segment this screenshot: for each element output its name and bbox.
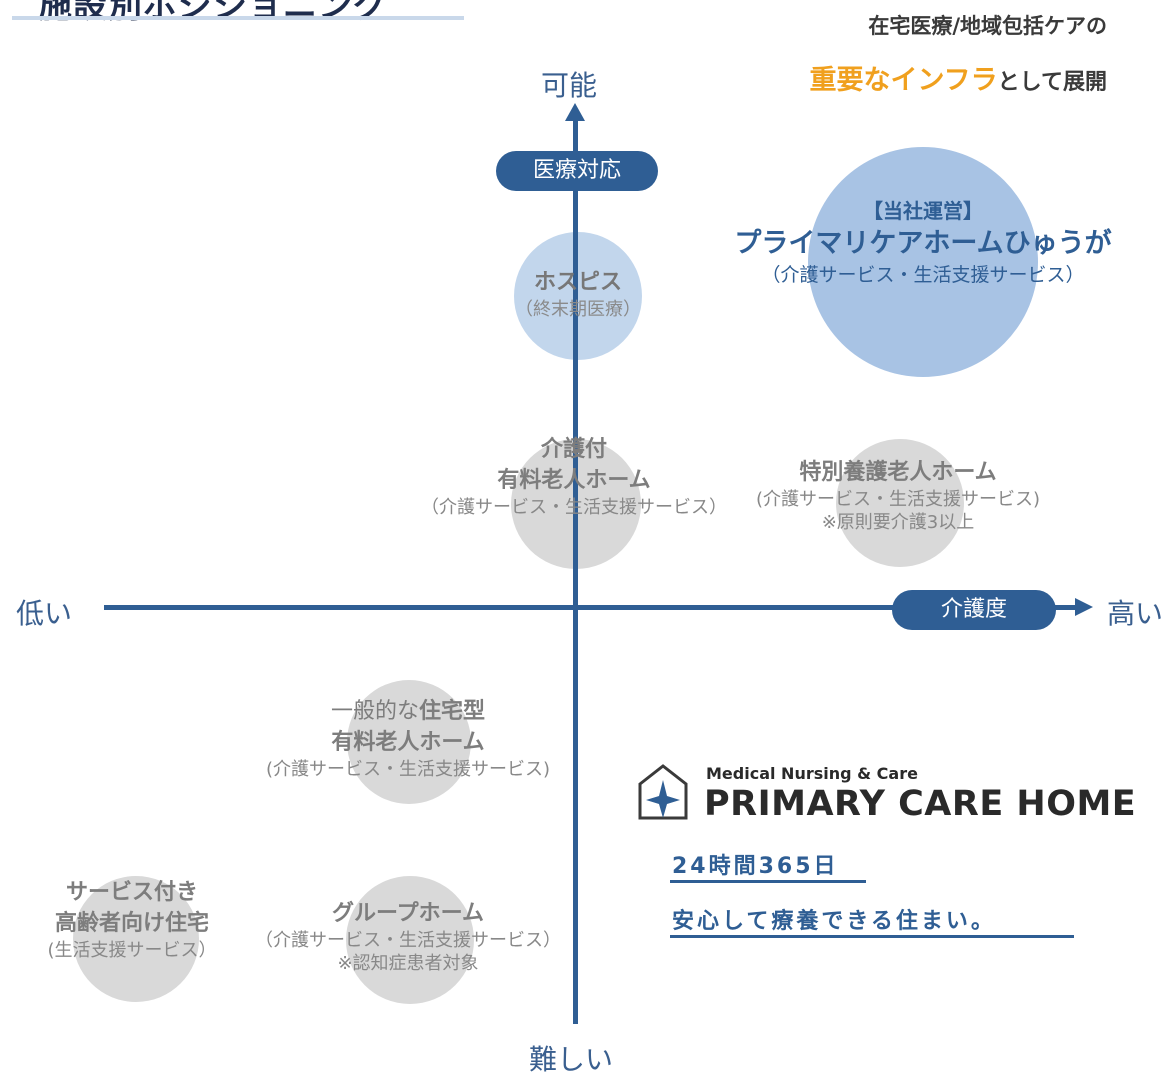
tagline-highlight: 重要なインフラ bbox=[809, 65, 998, 96]
special-sub: (介護サービス・生活支援サービス) bbox=[755, 489, 1041, 510]
brand-name: PRIMARY CARE HOME bbox=[704, 784, 1137, 824]
care-level-pill: 介護度 bbox=[892, 590, 1056, 630]
care-paid-title1: 介護付 bbox=[540, 437, 607, 462]
brand-small-text: Medical Nursing & Care bbox=[706, 764, 918, 783]
brand-line2: 安心して療養できる住まい。 bbox=[672, 909, 996, 934]
horizontal-axis bbox=[104, 605, 1077, 610]
service-housing-title1: サービス付き bbox=[65, 880, 198, 905]
hospice-title: ホスピス bbox=[533, 270, 622, 295]
special-bubble bbox=[836, 439, 964, 567]
group-title: グループホーム bbox=[331, 901, 485, 926]
group-note: ※認知症患者対象 bbox=[337, 953, 479, 974]
arrow-up-icon bbox=[565, 103, 585, 121]
residential-prefix: 一般的な bbox=[330, 699, 419, 724]
tagline-line2: 重要なインフラとして展開 bbox=[809, 58, 1107, 97]
residential-title2: 有料老人ホーム bbox=[331, 730, 485, 755]
main-facility-name: プライマリケアホームひゅうが bbox=[734, 228, 1112, 259]
brand-line2-rule bbox=[670, 935, 1074, 938]
residential-sub: (介護サービス・生活支援サービス) bbox=[265, 759, 551, 780]
brand-line1-rule bbox=[670, 880, 866, 883]
axis-label-left: 低い bbox=[16, 597, 73, 630]
service-housing-sub: (生活支援サービス） bbox=[47, 940, 217, 961]
group-label: グループホーム （介護サービス・生活支援サービス） ※認知症患者対象 bbox=[255, 898, 561, 975]
main-facility-label: 【当社運営】 プライマリケアホームひゅうが （介護サービス・生活支援サービス） bbox=[734, 196, 1111, 288]
main-facility-bubble bbox=[808, 147, 1038, 377]
main-facility-tag: 【当社運営】 bbox=[862, 199, 983, 223]
residential-title1: 一般的な住宅型 bbox=[266, 696, 550, 727]
service-housing-bubble bbox=[73, 876, 199, 1002]
special-note: ※原則要介護3以上 bbox=[821, 512, 975, 533]
group-bubble bbox=[346, 876, 474, 1004]
brand-line1: 24時間365日 bbox=[672, 854, 839, 879]
group-sub: （介護サービス・生活支援サービス） bbox=[255, 930, 561, 951]
hospice-sub: （終末期医療） bbox=[515, 299, 641, 320]
medical-support-pill: 医療対応 bbox=[496, 151, 658, 191]
special-title: 特別養護老人ホーム bbox=[799, 460, 997, 485]
care-paid-title2: 有料老人ホーム bbox=[497, 468, 651, 493]
house-star-icon bbox=[636, 762, 690, 822]
tagline-rest: として展開 bbox=[997, 70, 1107, 95]
service-housing-title2: 高齢者向け住宅 bbox=[54, 911, 209, 936]
arrow-right-icon bbox=[1075, 598, 1093, 616]
care-paid-label: 介護付 有料老人ホーム （介護サービス・生活支援サービス） bbox=[421, 434, 727, 519]
residential-bubble bbox=[347, 680, 471, 804]
residential-label: 一般的な住宅型 有料老人ホーム (介護サービス・生活支援サービス) bbox=[266, 696, 550, 781]
hospice-bubble bbox=[514, 232, 642, 360]
special-label: 特別養護老人ホーム (介護サービス・生活支援サービス) ※原則要介護3以上 bbox=[756, 457, 1040, 534]
residential-bold: 住宅型 bbox=[418, 699, 486, 724]
hospice-label: ホスピス （終末期医療） bbox=[515, 268, 641, 322]
service-housing-label: サービス付き 高齢者向け住宅 (生活支援サービス） bbox=[47, 877, 216, 962]
axis-label-right: 高い bbox=[1107, 597, 1164, 630]
title-underline bbox=[12, 16, 464, 20]
axis-label-bottom: 難しい bbox=[529, 1043, 614, 1076]
care-paid-sub: （介護サービス・生活支援サービス） bbox=[421, 497, 727, 518]
tagline-line1: 在宅医療/地域包括ケアの bbox=[868, 14, 1107, 38]
axis-label-top: 可能 bbox=[541, 69, 598, 102]
vertical-axis bbox=[573, 112, 578, 1024]
main-facility-sub: （介護サービス・生活支援サービス） bbox=[761, 264, 1085, 286]
page-title: 施設別ポジショニング bbox=[38, 0, 388, 26]
